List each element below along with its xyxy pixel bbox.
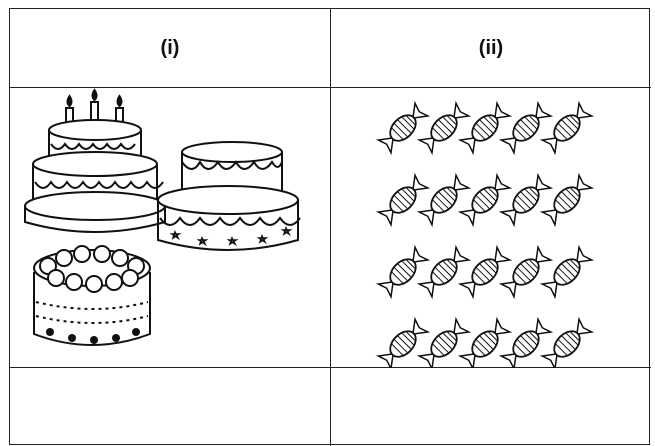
candy-icon: [498, 172, 554, 228]
candy-icon: [375, 244, 431, 300]
answer-cell-ii[interactable]: [331, 368, 651, 446]
candies-cell: [331, 88, 651, 368]
answer-cell-i[interactable]: [10, 368, 331, 446]
candies-illustration: [375, 100, 595, 368]
candy-icon: [498, 100, 554, 156]
candy-icon: [457, 316, 513, 368]
candy-icon: [498, 316, 554, 368]
candy-icon: [498, 244, 554, 300]
candy-icon: [416, 244, 472, 300]
candy-icon: [457, 100, 513, 156]
comparison-table: (i) (ii): [9, 8, 651, 446]
header-cell-ii: (ii): [331, 9, 651, 88]
candy-icon: [539, 244, 595, 300]
header-label-ii: (ii): [478, 36, 504, 59]
candy-icon: [416, 100, 472, 156]
candy-icon: [457, 244, 513, 300]
candy-icon: [457, 172, 513, 228]
cake-icon: [24, 88, 166, 233]
cake-icon: [33, 245, 151, 346]
header-label-i: (i): [160, 36, 180, 59]
cakes-cell: [10, 88, 331, 368]
candy-icon: [375, 172, 431, 228]
candy-icon: [375, 100, 431, 156]
cakes-illustration: [24, 88, 301, 346]
candy-icon: [416, 316, 472, 368]
candy-icon: [375, 316, 431, 368]
header-cell-i: (i): [10, 9, 331, 88]
candy-icon: [416, 172, 472, 228]
candy-icon: [539, 172, 595, 228]
cake-icon: [157, 141, 301, 251]
candy-icon: [539, 316, 595, 368]
candy-icon: [539, 100, 595, 156]
